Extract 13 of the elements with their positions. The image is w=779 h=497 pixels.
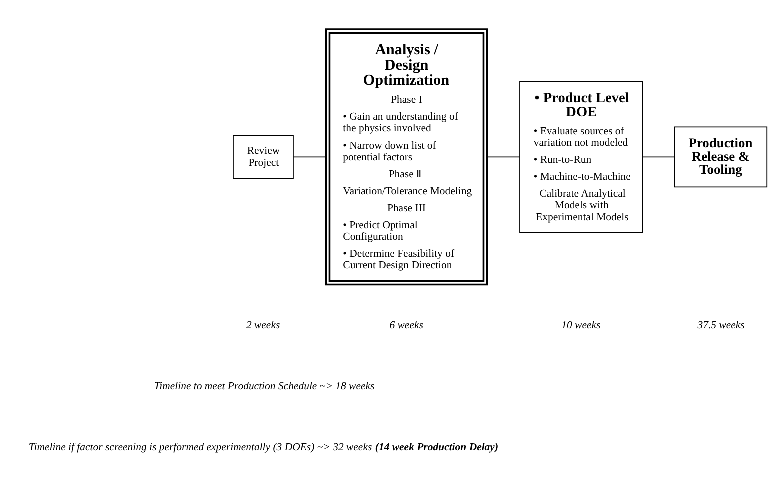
connector <box>642 156 676 158</box>
label: Timeline if factor screening is performed experimentally (3 DOEs) ~> 32 weeks (14 week Production Delay) <box>28 441 499 454</box>
label: Timeline to meet Production Schedule ~> 18 weeks <box>154 380 375 393</box>
label: 37.5 weeks <box>698 320 745 332</box>
label: 10 weeks <box>562 320 601 332</box>
node-box: Review Project <box>233 135 294 180</box>
node-box: Production Release & Tooling <box>674 126 768 188</box>
label: 2 weeks <box>246 320 280 332</box>
label: 6 weeks <box>390 320 424 332</box>
node-box: • Product Level DOE • Evaluate sources of variation not modeled • Run-to-Run • Machine-to-Machine Calibrate Analytical Models with Experimental Models <box>520 81 644 234</box>
connector <box>487 156 520 158</box>
node-box: Analysis / Design Optimization Phase I • Gain an understanding of the physics involved • Narrow down list of potential factors Phase Ⅱ Variation/Tolerance Modeling Phase III • Predict Optimal Configuration • Determine Feasibility of Current Design Direction <box>325 28 488 286</box>
connector <box>293 156 326 158</box>
